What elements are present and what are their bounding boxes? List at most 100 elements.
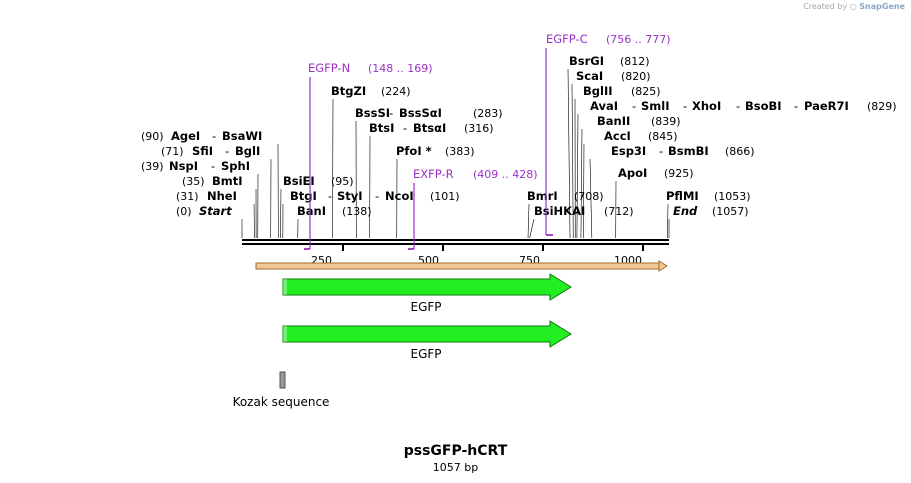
feature-label: Kozak sequence	[233, 395, 330, 409]
site-isoschizomer: XhoI	[692, 99, 721, 113]
site-name: BglII	[583, 84, 613, 98]
snapgene-credit: Created by ○ SnapGene	[803, 2, 905, 11]
site-isoschizomer: PaeR7I	[804, 99, 849, 113]
site-name: AvaI	[590, 99, 618, 113]
primer-range: (148 .. 169)	[368, 62, 433, 75]
primer-name: EXFP-R	[413, 167, 454, 181]
site-connector	[280, 188, 282, 239]
site-isoschizomer: BtsαI	[413, 121, 446, 135]
sequence-name: pssGFP-hCRT	[403, 443, 508, 459]
site-name: PfoI *	[396, 144, 432, 158]
site-isoschizomer: SmlI	[641, 99, 670, 113]
sequence-length: 1057 bp	[432, 461, 479, 474]
site-isoschizomer: BglI	[235, 144, 260, 158]
site-position: (71)	[161, 145, 184, 158]
site-connector	[667, 203, 669, 239]
site-position: (829)	[867, 100, 897, 113]
site-name: End	[673, 204, 698, 218]
site-connector	[529, 218, 535, 239]
site-name: BmrI	[527, 189, 558, 203]
site-separator: -	[375, 189, 379, 203]
site-isoschizomer: BsmBI	[668, 144, 709, 158]
orf-arrowhead	[658, 260, 668, 272]
feature-label: EGFP	[410, 347, 441, 361]
site-name: BtgZI	[331, 84, 366, 98]
site-name: BsrGI	[569, 54, 604, 68]
feature-arrow-egfp	[282, 320, 572, 348]
site-position: (316)	[464, 122, 494, 135]
site-connector	[332, 98, 334, 239]
site-connector	[576, 113, 579, 239]
site-position: (35)	[182, 175, 205, 188]
feature-box-kozak	[279, 371, 286, 389]
site-position: (138)	[342, 205, 372, 218]
site-name: BtgI	[290, 189, 317, 203]
site-connector	[583, 143, 585, 239]
site-name: ApoI	[618, 166, 647, 180]
site-name: BssSI	[355, 106, 390, 120]
feature-arrow-egfp	[282, 273, 572, 301]
site-position: (825)	[631, 85, 661, 98]
site-connector	[589, 158, 593, 239]
site-isoschizomer: BsoBI	[745, 99, 782, 113]
site-position: (383)	[445, 145, 475, 158]
site-separator: -	[211, 159, 215, 173]
site-separator: -	[225, 144, 229, 158]
site-position: (839)	[651, 115, 681, 128]
site-position: (31)	[176, 190, 199, 203]
site-separator: -	[736, 99, 740, 113]
site-isoschizomer: SphI	[221, 159, 250, 173]
site-position: (712)	[604, 205, 634, 218]
site-name: BanI	[297, 204, 326, 218]
feature-arrow-stub	[283, 279, 287, 295]
site-isoschizomer: BsaWI	[222, 129, 262, 143]
site-isoschizomer: NcoI	[385, 189, 414, 203]
primer-range: (409 .. 428)	[473, 168, 538, 181]
site-position: (812)	[620, 55, 650, 68]
site-isoschizomer: StyI	[337, 189, 363, 203]
site-separator: -	[659, 144, 663, 158]
site-separator: -	[328, 189, 332, 203]
site-name: Esp3I	[611, 144, 646, 158]
site-position: (845)	[648, 130, 678, 143]
site-position: (925)	[664, 167, 694, 180]
primer-range: (756 .. 777)	[606, 33, 671, 46]
site-name: BmtI	[212, 174, 243, 188]
site-connector	[527, 203, 530, 239]
site-name: SfiI	[192, 144, 213, 158]
site-name: PflMI	[666, 189, 699, 203]
site-position: (95)	[331, 175, 354, 188]
site-isoschizomer: BssSαI	[399, 106, 442, 120]
site-name: ScaI	[576, 69, 603, 83]
site-name: BsiEI	[283, 174, 315, 188]
site-connector	[571, 83, 574, 239]
feature-label: EGFP	[410, 300, 441, 314]
credit-brand: SnapGene	[859, 2, 905, 11]
site-name: AccI	[604, 129, 631, 143]
site-position: (1053)	[714, 190, 751, 203]
primer-name: EGFP-C	[546, 32, 588, 46]
site-name: BtsI	[369, 121, 394, 135]
site-connector	[253, 203, 255, 239]
site-position: (101)	[430, 190, 460, 203]
site-name: NspI	[169, 159, 198, 173]
site-separator: -	[794, 99, 798, 113]
site-connector	[567, 68, 571, 239]
site-name: BanII	[597, 114, 630, 128]
site-position: (1057)	[712, 205, 749, 218]
site-separator: -	[212, 129, 216, 143]
orf-bar	[255, 262, 660, 270]
site-name: AgeI	[171, 129, 200, 143]
site-position: (0)	[176, 205, 192, 218]
feature-arrow-stub	[283, 326, 287, 342]
site-position: (708)	[574, 190, 604, 203]
site-position: (90)	[141, 130, 164, 143]
primer-name: EGFP-N	[308, 61, 350, 75]
site-position: (820)	[621, 70, 651, 83]
site-connector	[580, 128, 583, 239]
site-name: NheI	[207, 189, 237, 203]
credit-prefix: Created by	[803, 2, 848, 11]
site-position: (866)	[725, 145, 755, 158]
